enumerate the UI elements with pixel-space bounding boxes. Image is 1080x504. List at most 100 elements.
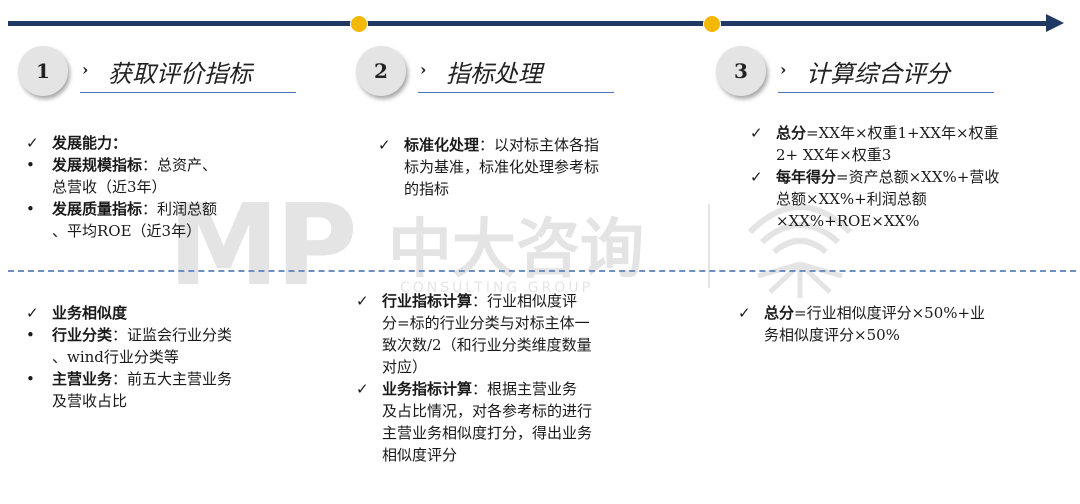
item-text: ：利润总额 bbox=[142, 200, 218, 218]
bullet-icon: • bbox=[26, 200, 35, 218]
step-number-circle: 3 bbox=[716, 46, 766, 96]
watermark-separator bbox=[708, 204, 710, 288]
checkmark-icon: ✓ bbox=[750, 124, 763, 142]
text-item-continuation: 标为基准，标准化处理参考标 bbox=[374, 156, 599, 178]
checkmark-icon: ✓ bbox=[26, 304, 39, 322]
item-text: 的指标 bbox=[404, 180, 450, 198]
text-item: ✓ 发展能力： bbox=[22, 132, 217, 154]
text-item: ✓ 总分=XX年×权重1+XX年×权重 bbox=[746, 122, 999, 144]
item-text: 及占比情况，对各参考标的进行 bbox=[382, 402, 593, 420]
top-col1-block: ✓ 发展能力： • 发展规模指标：总资产、总营收（近3年） • 发展质量指标：利润总额、平… bbox=[22, 132, 217, 242]
step-title: 计算综合评分 bbox=[806, 60, 950, 88]
text-item-continuation: 致次数/2（和行业分类维度数量 bbox=[352, 334, 592, 356]
checkmark-icon: ✓ bbox=[356, 380, 369, 398]
text-item: • 发展规模指标：总资产、 bbox=[22, 154, 217, 176]
item-label: 业务指标计算 bbox=[382, 380, 473, 398]
bullet-icon: • bbox=[26, 156, 35, 174]
item-text: 总额×XX%+利润总额 bbox=[776, 190, 927, 208]
text-item-continuation: ×XX%+ROE×XX% bbox=[746, 210, 999, 232]
item-text: =XX年×权重1+XX年×权重 bbox=[806, 124, 999, 142]
text-item-continuation: 2+ XX年×权重3 bbox=[746, 144, 999, 166]
item-text: ：以对标主体各指 bbox=[479, 136, 600, 154]
item-text: 总营收（近3年） bbox=[52, 178, 167, 196]
item-text: ：证监会行业分类 bbox=[112, 326, 233, 344]
timeline-arrow bbox=[8, 14, 1068, 33]
item-text: 主营业务相似度打分，得出业务 bbox=[382, 424, 593, 442]
item-text: =资产总额×XX%+营收 bbox=[836, 168, 1000, 186]
checkmark-icon: ✓ bbox=[738, 304, 751, 322]
step-title: 获取评价指标 bbox=[108, 60, 252, 88]
bottom-col2-block: ✓ 行业指标计算：行业相似度评分=标的行业分类与对标主体一致次数/2（和行业分类维… bbox=[352, 290, 592, 466]
text-item-continuation: 对应） bbox=[352, 356, 592, 378]
section-divider bbox=[8, 270, 1076, 272]
text-item: • 主营业务：前五大主营业务 bbox=[22, 368, 232, 390]
item-text: 、wind行业分类等 bbox=[52, 348, 179, 366]
bottom-col3-block: ✓ 总分=行业相似度评分×50%+业务相似度评分×50% bbox=[734, 302, 985, 346]
step-underline bbox=[80, 92, 296, 93]
checkmark-icon: ✓ bbox=[356, 292, 369, 310]
text-item-continuation: 相似度评分 bbox=[352, 444, 592, 466]
text-item: • 行业分类：证监会行业分类 bbox=[22, 324, 232, 346]
chevron-right-icon: › bbox=[420, 60, 427, 79]
item-label: 发展规模指标 bbox=[52, 156, 143, 174]
bottom-col1-block: ✓ 业务相似度 • 行业分类：证监会行业分类、wind行业分类等 • 主营业务：前五大主营… bbox=[22, 302, 232, 412]
item-text: ：总资产、 bbox=[142, 156, 218, 174]
timeline-bar bbox=[8, 21, 1048, 26]
text-item-continuation: 及占比情况，对各参考标的进行 bbox=[352, 400, 592, 422]
item-text: ：根据主营业务 bbox=[472, 380, 578, 398]
top-col2-block: ✓ 标准化处理：以对标主体各指标为基准，标准化处理参考标的指标 bbox=[374, 134, 599, 200]
item-text: 相似度评分 bbox=[382, 446, 458, 464]
text-item: ✓ 总分=行业相似度评分×50%+业 bbox=[734, 302, 985, 324]
watermark-company-name: 中大咨询 bbox=[388, 213, 644, 287]
item-text: 标为基准，标准化处理参考标 bbox=[404, 158, 600, 176]
item-text: 、平均ROE（近3年） bbox=[52, 222, 202, 240]
bullet-icon: • bbox=[26, 370, 35, 388]
text-item-continuation: 及营收占比 bbox=[22, 390, 232, 412]
timeline-arrowhead-icon bbox=[1046, 14, 1064, 32]
text-item-continuation: 务相似度评分×50% bbox=[734, 324, 985, 346]
item-label: 总分 bbox=[764, 304, 795, 322]
text-item: ✓每年得分=资产总额×XX%+营收 bbox=[746, 166, 999, 188]
text-item: ✓ 标准化处理：以对标主体各指 bbox=[374, 134, 599, 156]
timeline-dot bbox=[703, 15, 721, 33]
text-item-continuation: 的指标 bbox=[374, 178, 599, 200]
timeline-dot bbox=[350, 15, 368, 33]
item-label: 业务相似度 bbox=[52, 304, 128, 322]
chevron-right-icon: › bbox=[780, 60, 787, 79]
text-item-continuation: 分=标的行业分类与对标主体一 bbox=[352, 312, 592, 334]
text-item-continuation: 、平均ROE（近3年） bbox=[22, 220, 217, 242]
checkmark-icon: ✓ bbox=[378, 136, 391, 154]
step-underline bbox=[418, 92, 614, 93]
item-label: 行业分类 bbox=[52, 326, 113, 344]
item-label: 主营业务 bbox=[52, 370, 113, 388]
item-text: =行业相似度评分×50%+业 bbox=[794, 304, 986, 322]
step-number-circle: 2 bbox=[356, 46, 406, 96]
step-underline bbox=[778, 92, 994, 93]
item-text: 及营收占比 bbox=[52, 392, 128, 410]
item-label: 标准化处理 bbox=[404, 136, 480, 154]
item-text: ：行业相似度评 bbox=[472, 292, 578, 310]
item-text: ×XX%+ROE×XX% bbox=[776, 212, 920, 230]
step-title: 指标处理 bbox=[446, 60, 542, 88]
item-label: 发展质量指标 bbox=[52, 200, 143, 218]
step-number-circle: 1 bbox=[18, 46, 68, 96]
item-text: ：前五大主营业务 bbox=[112, 370, 233, 388]
top-col3-block: ✓ 总分=XX年×权重1+XX年×权重 2+ XX年×权重3 ✓每年得分=资产总额×X… bbox=[746, 122, 999, 232]
text-item-continuation: 总营收（近3年） bbox=[22, 176, 217, 198]
item-text: 对应） bbox=[382, 358, 428, 376]
bullet-icon: • bbox=[26, 326, 35, 344]
item-label: 行业指标计算 bbox=[382, 292, 473, 310]
text-item-continuation: 总额×XX%+利润总额 bbox=[746, 188, 999, 210]
text-item: ✓ 业务指标计算：根据主营业务 bbox=[352, 378, 592, 400]
item-label: 发展能力： bbox=[52, 134, 128, 152]
text-item: • 发展质量指标：利润总额 bbox=[22, 198, 217, 220]
item-label: 总分 bbox=[776, 124, 807, 142]
chevron-right-icon: › bbox=[82, 60, 89, 79]
item-text: 分=标的行业分类与对标主体一 bbox=[382, 314, 590, 332]
text-item: ✓ 业务相似度 bbox=[22, 302, 232, 324]
checkmark-icon: ✓ bbox=[750, 168, 763, 186]
item-text: 致次数/2（和行业分类维度数量 bbox=[382, 336, 592, 354]
item-text: 2+ XX年×权重3 bbox=[776, 146, 892, 164]
checkmark-icon: ✓ bbox=[26, 134, 39, 152]
text-item-continuation: 、wind行业分类等 bbox=[22, 346, 232, 368]
